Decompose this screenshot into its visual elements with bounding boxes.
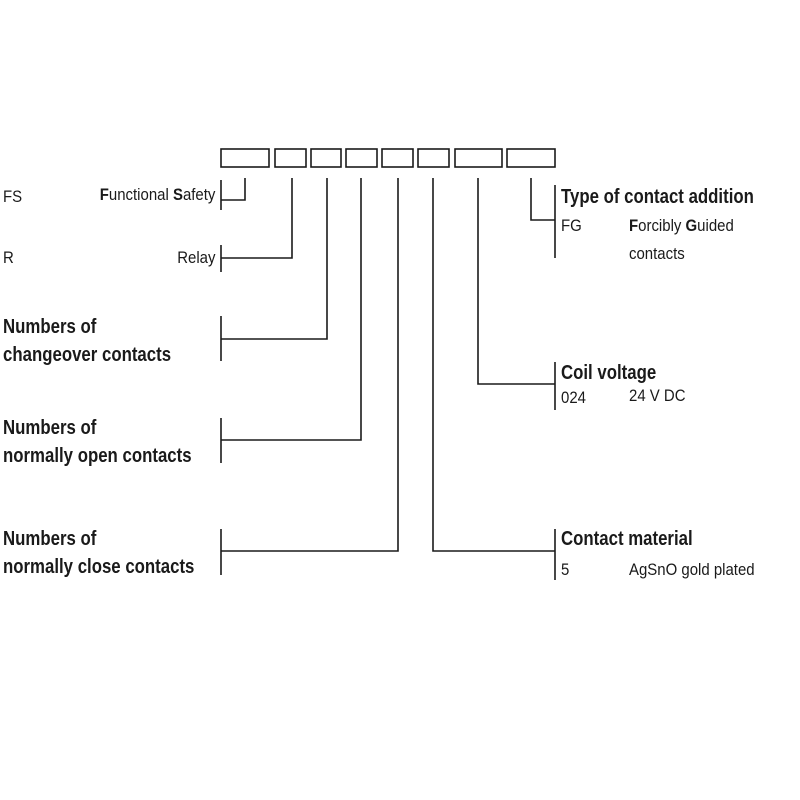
fg-desc-part-2: orcibly	[638, 216, 686, 235]
coil-voltage-code: 024	[561, 388, 586, 407]
code-box-1	[220, 148, 270, 168]
connector-normally-open	[220, 178, 362, 463]
normally-open-line1: Numbers of	[3, 417, 97, 439]
connector-functional-safety	[220, 178, 246, 210]
fs-label-part-4: afety	[182, 185, 215, 204]
normally-close-line1: Numbers of	[3, 528, 97, 550]
changeover-line2: changeover contacts	[3, 344, 172, 366]
connector-changeover	[220, 178, 328, 361]
code-box-6	[417, 148, 450, 168]
normally-close-label: Numbers of normally close contacts	[3, 525, 194, 581]
coil-voltage-title: Coil voltage	[561, 362, 657, 384]
changeover-label: Numbers of changeover contacts	[3, 313, 171, 369]
changeover-line1: Numbers of	[3, 316, 97, 338]
connector-contact-addition	[530, 178, 556, 258]
fs-label: Functional Safety	[99, 185, 215, 205]
contact-addition-desc: Forcibly Guided	[629, 216, 734, 236]
contact-addition-title: Type of contact addition	[561, 186, 754, 208]
fs-code: FS	[3, 187, 23, 206]
code-box-2	[274, 148, 307, 168]
normally-open-label: Numbers of normally open contacts	[3, 414, 192, 470]
fs-label-part-2: unctional	[108, 185, 173, 204]
connector-contact-material	[432, 178, 556, 580]
fg-desc-part-4: uided	[697, 216, 734, 235]
normally-close-line2: normally close contacts	[3, 556, 195, 578]
contact-material-code: 5	[561, 560, 570, 579]
normally-open-line2: normally open contacts	[3, 445, 192, 467]
fs-label-part-1: F	[99, 185, 109, 204]
contact-material-desc: AgSnO gold plated	[629, 560, 755, 579]
connector-normally-close	[220, 178, 399, 575]
code-box-8	[506, 148, 556, 168]
contact-addition-desc-line2: contacts	[629, 244, 685, 263]
code-box-4	[345, 148, 378, 168]
relay-code: R	[3, 248, 14, 267]
code-box-7	[454, 148, 503, 168]
fs-label-part-3: S	[172, 185, 183, 204]
connector-coil-voltage	[477, 178, 556, 410]
contact-material-title: Contact material	[561, 528, 693, 550]
relay-label: Relay	[176, 248, 215, 267]
connector-relay	[220, 178, 293, 272]
contact-addition-code: FG	[561, 216, 582, 235]
fg-desc-part-3: G	[685, 216, 698, 235]
code-box-3	[310, 148, 342, 168]
fg-desc-part-1: F	[629, 216, 639, 235]
code-box-5	[381, 148, 414, 168]
coil-voltage-desc: 24 V DC	[629, 386, 686, 405]
